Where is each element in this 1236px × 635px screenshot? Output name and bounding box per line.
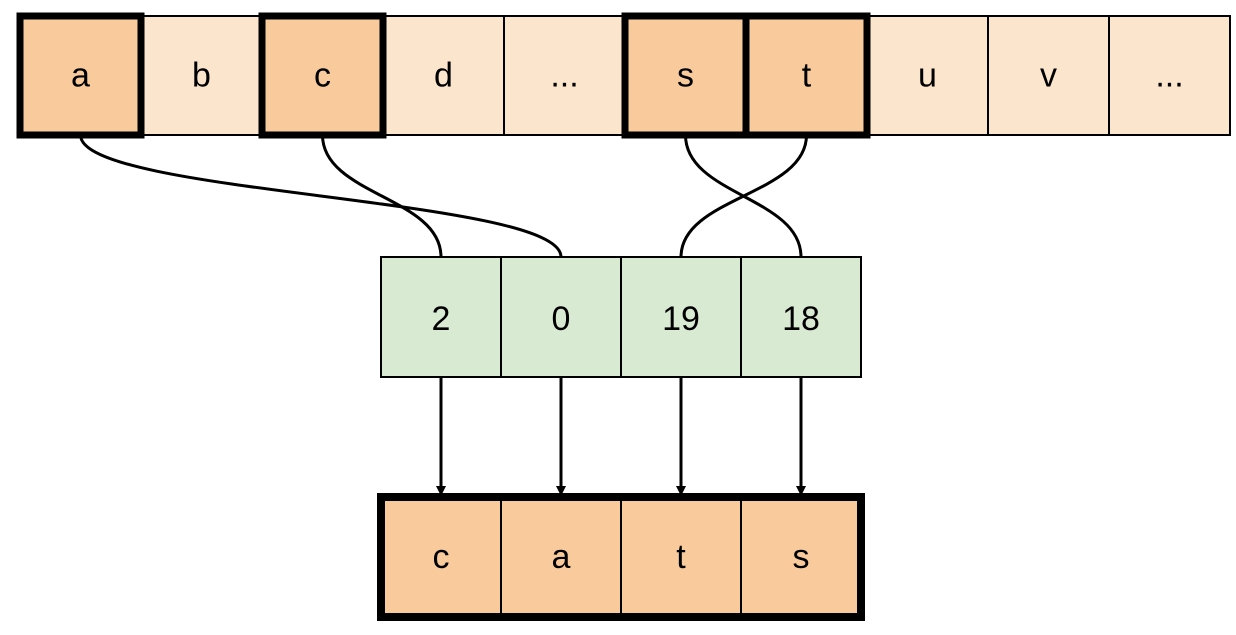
output-cell-label: t [676, 538, 686, 576]
alphabet-cell [140, 15, 263, 136]
alphabet-cell-label: c [314, 57, 331, 95]
index-cell-label: 18 [782, 300, 820, 338]
alphabet-cell-label: a [71, 57, 90, 95]
output-cell-label: c [433, 538, 450, 576]
selected-cell-border [742, 12, 871, 139]
output-cell-label: a [552, 538, 571, 576]
alphabet-cell-label: b [192, 57, 211, 95]
alphabet-cell-label: d [434, 57, 453, 95]
index-cell [740, 256, 862, 378]
alphabet-cell-label: v [1040, 57, 1057, 95]
alphabet-cell-label: t [802, 57, 812, 95]
lookup-connector [321, 134, 443, 258]
selected-cell-border [16, 12, 145, 139]
selected-cell-border [258, 12, 387, 139]
lookup-connectors [79, 134, 808, 258]
output-cell [500, 496, 622, 618]
output-cell-label: s [793, 538, 810, 576]
alphabet-cell [1108, 15, 1231, 136]
index-cell-label: 19 [662, 300, 700, 338]
index-cell [620, 256, 742, 378]
lookup-connector [79, 134, 563, 258]
alphabet-cell-label: u [918, 57, 937, 95]
index-cell-label: 0 [552, 300, 571, 338]
index-cell [380, 256, 502, 378]
output-border [377, 493, 865, 621]
alphabet-cell-label: ... [1155, 57, 1183, 95]
alphabet-cell-label: ... [550, 57, 578, 95]
index-cell-label: 2 [432, 300, 451, 338]
index-cell [500, 256, 622, 378]
lookup-connector [684, 134, 803, 258]
alphabet-cell [987, 15, 1110, 136]
output-arrows [436, 377, 806, 496]
alphabet-row: a b c d... s t u v... [16, 12, 1231, 139]
alphabet-cell [624, 15, 747, 136]
alphabet-cell-label: s [677, 57, 694, 95]
